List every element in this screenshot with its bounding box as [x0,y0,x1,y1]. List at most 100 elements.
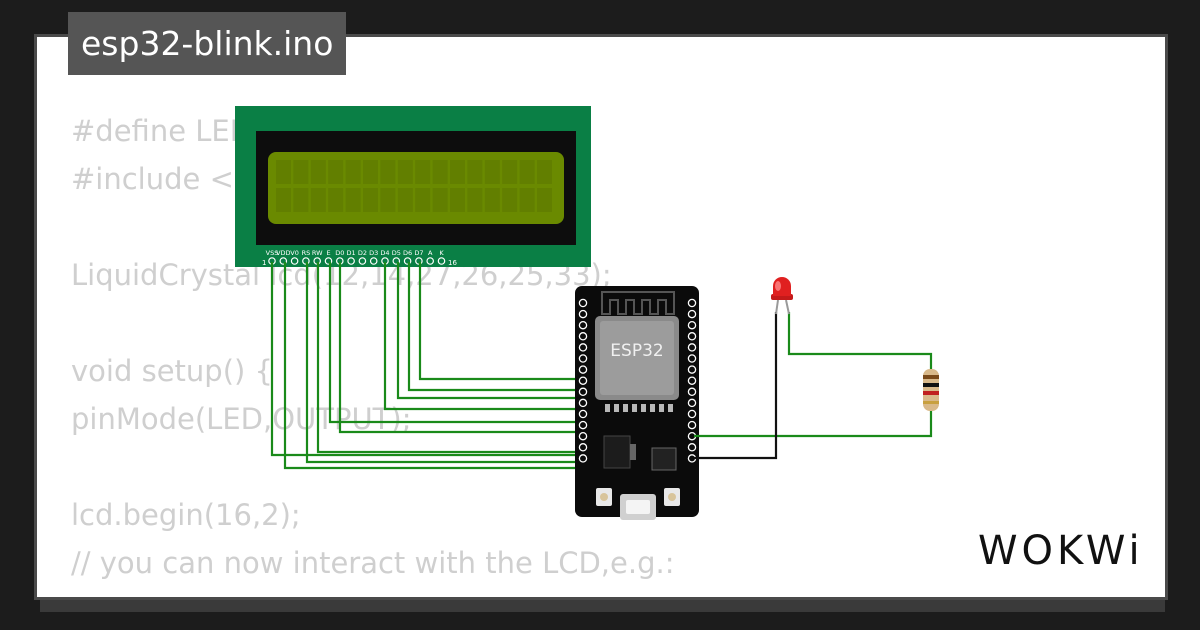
esp32-pin-left[interactable] [578,309,588,319]
lcd-cell [397,188,413,212]
lcd-pin-label: D2 [358,249,367,257]
lcd-pin[interactable] [302,257,310,265]
esp32-pin-left[interactable] [578,343,588,352]
antenna-trace [601,291,675,315]
esp32-pin-left[interactable] [578,398,588,408]
lcd-cell [537,188,552,212]
lcd-cell [380,160,396,184]
lcd-pin[interactable] [358,257,367,265]
code-line: // you can now interact with the LCD,e.g… [71,546,675,580]
esp32-pin-right[interactable] [687,409,697,419]
esp32-pin-right[interactable] [687,332,697,341]
lcd-cell [397,160,413,184]
esp32-pin-left[interactable] [578,332,588,341]
lcd-pin-label: D1 [347,249,356,257]
code-line: #include <L [71,162,251,196]
lcd-cell [276,160,291,184]
lcd-cell [310,188,326,212]
lcd-pin-label: RS [302,249,311,257]
red-led[interactable] [771,277,793,315]
lcd-pin-first: 1 [262,259,266,267]
wokwi-logo: WOKWi [978,528,1144,574]
esp32-pin-right[interactable] [687,298,697,308]
lcd-pin[interactable] [426,257,435,265]
esp32-pin-right[interactable] [687,420,697,430]
resistor-band-3 [923,391,939,395]
lcd-pin[interactable] [347,257,355,265]
lcd-pin[interactable] [415,257,423,265]
lcd-pin-last: 16 [448,259,457,267]
voltage-regulator [603,435,631,469]
lcd-cell [310,160,326,184]
usb-uart-chip [651,447,677,471]
esp32-pin-right[interactable] [687,343,697,352]
lcd-cell [537,160,552,184]
lcd-cell [432,160,448,184]
lcd-character-grid [276,160,552,212]
lcd-pin-label: VSS [266,249,279,257]
module-pad [614,404,619,412]
esp32-pin-left[interactable] [578,365,588,374]
led-anode-leg [785,299,790,315]
lcd-cell [363,188,378,212]
esp32-pin-right[interactable] [687,398,697,408]
lcd-pin-label: VDD [276,249,290,257]
esp32-pin-right[interactable] [687,309,697,319]
esp32-pin-headers [578,298,697,463]
resistor-band-4 [923,401,939,404]
lcd-cell [519,160,535,184]
lcd-cell [363,160,378,184]
esp32-pin-left[interactable] [578,443,588,452]
led-wires [694,312,933,460]
esp32-pin-left[interactable] [578,409,588,419]
led-highlight [775,281,781,291]
module-pad [650,404,655,412]
lcd-pin-label: D4 [380,249,389,257]
resistor[interactable] [923,369,939,411]
esp32-pin-right[interactable] [687,387,697,397]
file-title-tab[interactable]: esp32-blink.ino [68,12,347,75]
lcd-cell [432,188,448,212]
esp32-board[interactable]: ESP32 [575,286,699,520]
module-pads [605,404,673,412]
esp32-pin-right[interactable] [687,354,697,363]
lcd-wires [270,262,586,470]
esp32-pin-right[interactable] [687,443,697,452]
code-line: pinMode(LED,OUTPUT); [71,402,412,436]
lcd-pin-label: K [439,249,444,257]
module-pad [623,404,628,412]
lcd-pin[interactable] [437,257,446,265]
esp32-pin-left[interactable] [578,420,588,430]
resistor-band-2 [923,383,939,387]
resistor-body [923,369,939,411]
code-line: lcd.begin(16,2); [71,498,301,532]
lcd-pin[interactable] [369,257,378,265]
esp32-pin-left[interactable] [578,376,588,385]
lcd-cell [328,160,344,184]
resistor-band-1 [923,375,939,379]
lcd-cell [502,188,518,212]
boot-button-cap [600,493,608,501]
lcd-pin-label: D5 [392,249,401,257]
lcd-cell [484,188,500,212]
reset-button-cap [668,493,676,501]
esp32-pin-left[interactable] [578,431,588,441]
esp32-pin-left[interactable] [578,454,588,463]
esp32-pin-left[interactable] [578,387,588,397]
lcd-cell [502,160,518,184]
esp32-pin-right[interactable] [687,320,697,330]
lcd-pin-label: RW [312,249,323,257]
lcd-pin[interactable] [290,257,299,265]
esp32-pin-left[interactable] [578,298,588,308]
esp32-pin-right[interactable] [687,376,697,385]
esp32-pin-left[interactable] [578,354,588,363]
lcd-cell [345,188,361,212]
lcd-pin-label: D6 [403,249,412,257]
esp32-pin-right[interactable] [687,365,697,374]
esp32-pin-left[interactable] [578,320,588,330]
code-line: lcd.print("I LOVE YOU JENNY"); [71,587,674,597]
lcd-cell [450,160,465,184]
micro-usb-opening [626,500,650,514]
